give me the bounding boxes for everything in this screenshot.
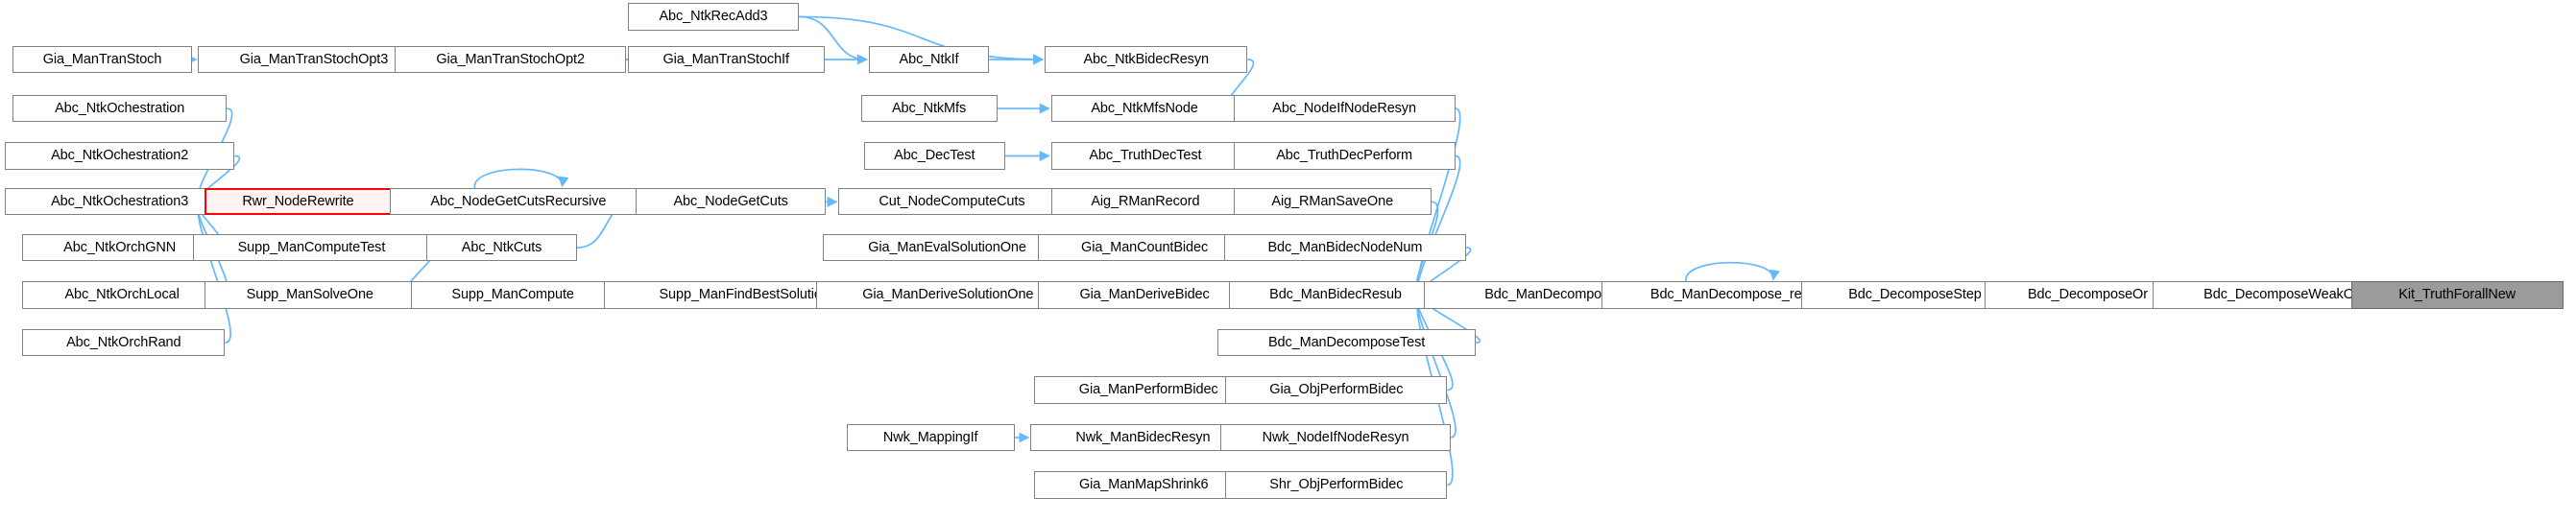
graph-node-abc-ntkmfs[interactable]: Abc_NtkMfs (860, 94, 998, 123)
graph-node-gia-objperformbidec[interactable]: Gia_ObjPerformBidec (1225, 376, 1448, 404)
graph-node-nwk-nodeifnoderesyn[interactable]: Nwk_NodeIfNodeResyn (1220, 423, 1451, 452)
graph-node-kit-truthforallnew[interactable]: Kit_TruthForallNew (2350, 281, 2564, 309)
graph-node-aig-rmansaveone[interactable]: Aig_RManSaveOne (1233, 188, 1432, 216)
graph-node-abc-ntkorchgnn[interactable]: Abc_NtkOrchGNN (22, 233, 218, 262)
graph-node-nwk-mappingif[interactable]: Nwk_MappingIf (846, 423, 1015, 452)
graph-node-cut-nodecomputecuts[interactable]: Cut_NodeComputeCuts (838, 188, 1066, 216)
graph-node-rwr-noderewrite[interactable]: Rwr_NodeRewrite (204, 188, 392, 216)
graph-node-gia-mantranstochif[interactable]: Gia_ManTranStochIf (627, 45, 825, 74)
graph-node-abc-ntkorchlocal[interactable]: Abc_NtkOrchLocal (22, 281, 223, 309)
graph-node-abc-ntkochestration2[interactable]: Abc_NtkOchestration2 (4, 142, 235, 170)
graph-node-abc-truthdectest[interactable]: Abc_TruthDecTest (1050, 142, 1240, 170)
graph-node-abc-ntkcuts[interactable]: Abc_NtkCuts (426, 233, 577, 262)
graph-node-abc-ntkochestration[interactable]: Abc_NtkOchestration (12, 94, 228, 123)
graph-node-gia-manevalsolutionone[interactable]: Gia_ManEvalSolutionOne (822, 233, 1072, 262)
graph-node-abc-truthdecperform[interactable]: Abc_TruthDecPerform (1233, 142, 1456, 170)
graph-node-abc-ntkmfsnode[interactable]: Abc_NtkMfsNode (1050, 94, 1239, 123)
graph-node-abc-nodeifnoderesyn[interactable]: Abc_NodeIfNodeResyn (1233, 94, 1456, 123)
graph-node-gia-manderivebidec[interactable]: Gia_ManDeriveBidec (1038, 281, 1251, 309)
graph-edge (1411, 290, 1457, 439)
graph-node-abc-ntkif[interactable]: Abc_NtkIf (868, 45, 990, 74)
graph-edge (193, 196, 231, 344)
graph-node-gia-mancountbidec[interactable]: Gia_ManCountBidec (1038, 233, 1251, 262)
graph-node-shr-objperformbidec[interactable]: Shr_ObjPerformBidec (1225, 471, 1448, 499)
graph-node-gia-mantranstochopt3[interactable]: Gia_ManTranStochOpt3 (198, 45, 430, 74)
graph-node-abc-ntkorchrand[interactable]: Abc_NtkOrchRand (22, 328, 226, 357)
graph-node-abc-dectest[interactable]: Abc_DecTest (863, 142, 1005, 170)
graph-node-supp-mancompute[interactable]: Supp_ManCompute (410, 281, 615, 309)
graph-node-gia-mantranstoch[interactable]: Gia_ManTranStoch (12, 45, 192, 74)
graph-node-bdc-mandecomposetest[interactable]: Bdc_ManDecomposeTest (1217, 328, 1477, 357)
graph-node-abc-ntkbidecresyn[interactable]: Abc_NtkBidecResyn (1045, 45, 1248, 74)
graph-node-supp-mansolveone[interactable]: Supp_ManSolveOne (204, 281, 416, 309)
graph-node-abc-ntkochestration3[interactable]: Abc_NtkOchestration3 (4, 188, 235, 216)
graph-node-gia-manmapshrink6[interactable]: Gia_ManMapShrink6 (1033, 471, 1254, 499)
graph-node-supp-mancomputetest[interactable]: Supp_ManComputeTest (193, 233, 430, 262)
graph-node-abc-ntkrecadd3[interactable]: Abc_NtkRecAdd3 (627, 3, 800, 31)
graph-edge (1684, 261, 1780, 282)
graph-edge (1411, 154, 1461, 301)
graph-node-bdc-manbidecresub[interactable]: Bdc_ManBidecResub (1228, 281, 1443, 309)
graph-node-nwk-manbidecresyn[interactable]: Nwk_ManBidecResyn (1030, 423, 1256, 452)
graph-node-gia-manperformbidec[interactable]: Gia_ManPerformBidec (1033, 376, 1264, 404)
graph-node-gia-mantranstochopt2[interactable]: Gia_ManTranStochOpt2 (395, 45, 627, 74)
graph-node-abc-nodegetcutsrecursive[interactable]: Abc_NodeGetCutsRecursive (390, 188, 647, 216)
graph-node-gia-manderivesolutionone[interactable]: Gia_ManDeriveSolutionOne (816, 281, 1080, 309)
graph-node-aig-rmanrecord[interactable]: Aig_RManRecord (1050, 188, 1240, 216)
graph-edge (473, 168, 569, 189)
graph-node-bdc-manbidecnodenum[interactable]: Bdc_ManBidecNodeNum (1223, 233, 1467, 262)
graph-node-abc-nodegetcuts[interactable]: Abc_NodeGetCuts (636, 188, 827, 216)
